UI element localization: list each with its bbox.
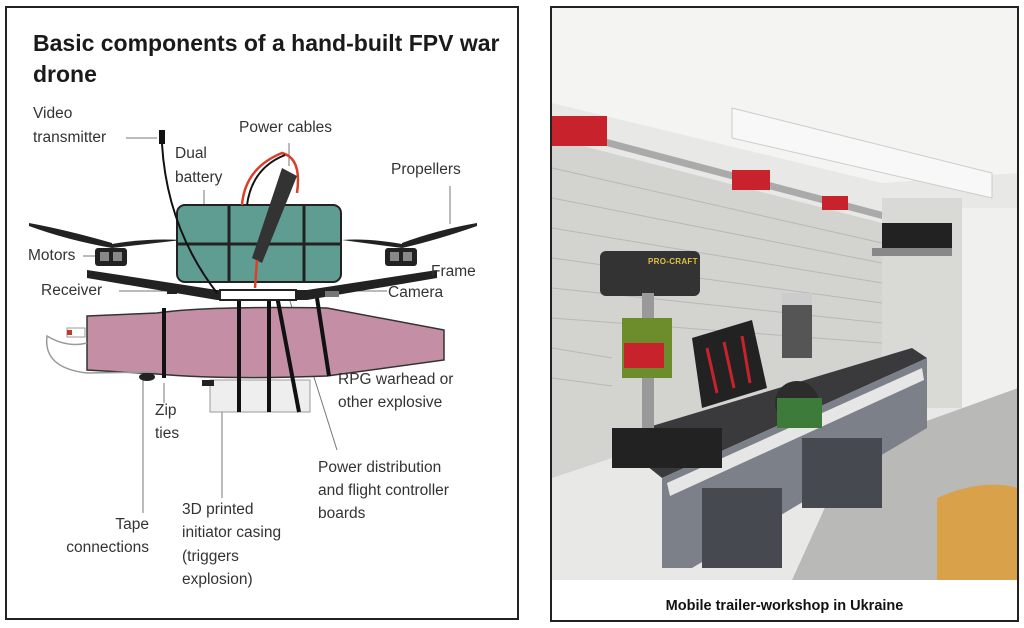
label-initiator: 3D printed [182, 501, 254, 518]
label-rpg-warhead-2: other explosive [338, 394, 443, 411]
label-power-distribution: Power distribution [318, 459, 442, 476]
label-video-transmitter-2: transmitter [33, 129, 107, 146]
label-frame: Frame [431, 263, 476, 280]
label-power-distribution-2: and flight controller [318, 482, 449, 499]
label-rpg-warhead: RPG warhead or [338, 371, 454, 388]
label-tape-connections: Tape [115, 516, 149, 533]
chair [937, 484, 1017, 580]
esc-module [252, 168, 297, 263]
propellers [29, 223, 477, 248]
diagram-title: Basic components of a hand-built FPV war… [33, 30, 500, 87]
motor-right [385, 248, 417, 266]
label-propellers: Propellers [391, 161, 461, 178]
workshop-photo [552, 8, 1017, 580]
drill-press [600, 251, 700, 296]
label-power-cables: Power cables [239, 119, 333, 136]
label-tape-connections-2: connections [66, 539, 149, 556]
label-initiator-3: (triggers [182, 548, 239, 565]
label-dual-battery: Dual [175, 145, 207, 162]
label-initiator-2: initiator casing [182, 524, 282, 541]
label-receiver: Receiver [41, 282, 103, 299]
label-zip-ties: Zip [155, 402, 177, 419]
drone-diagram-panel: Basic components of a hand-built FPV war… [5, 6, 519, 620]
motor-left [95, 248, 127, 266]
photo-caption: Mobile trailer-workshop in Ukraine [665, 598, 904, 614]
label-power-distribution-3: boards [318, 505, 366, 522]
workshop-photo-panel: PRO-CRAFT Mobile trailer-workshop in Ukr… [550, 6, 1019, 622]
drone-illustration [29, 130, 477, 513]
label-initiator-4: explosion) [182, 571, 253, 588]
label-zip-ties-2: ties [155, 425, 180, 442]
label-camera: Camera [388, 284, 444, 301]
drill-brand-label: PRO-CRAFT [648, 257, 698, 266]
label-motors: Motors [28, 247, 76, 264]
label-dual-battery-2: battery [175, 169, 223, 186]
label-video-transmitter: Video [33, 105, 73, 122]
zip-ties [162, 295, 331, 413]
warhead-shape [86, 306, 445, 379]
